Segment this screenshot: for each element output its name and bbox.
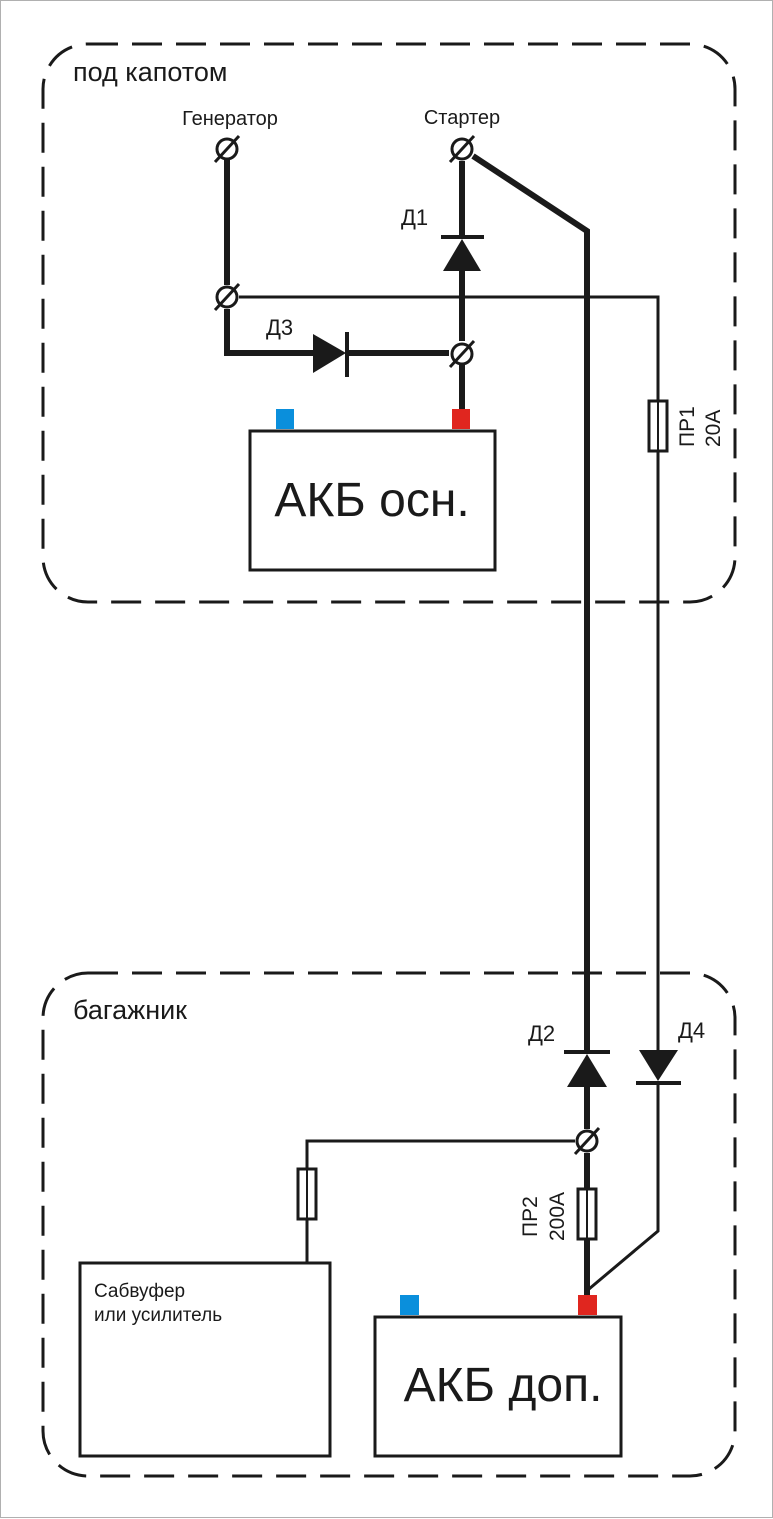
diode-d3-label: Д3 [266,315,293,340]
zone-engine-bay [41,42,737,604]
terminal-main-junction [448,339,476,369]
fuse-pr1-rating: 20А [702,410,725,447]
diode-d4 [636,1050,681,1085]
fuse-pr2-name: ПР2 [519,1196,542,1237]
terminal-starter [448,134,476,164]
starter-label: Стартер [424,107,500,129]
terminal-generator-junction [213,282,241,312]
terminal-trunk-junction [573,1126,601,1156]
fuse-pr1-name: ПР1 [676,406,699,447]
diode-d1 [441,235,484,271]
load-box [78,1261,332,1458]
wire-d4-to-aux-battery [588,1083,660,1291]
wire-generator-to-pr1 [239,295,660,401]
main-battery [248,429,497,572]
fuse-pr1 [647,399,669,453]
wire-junction-to-load-fuse [305,1139,575,1169]
generator-label: Генератор [182,108,278,130]
main-battery-positive-terminal [452,409,470,429]
load-label-line1: Сабвуфер [94,1281,185,1302]
zone-trunk [41,971,737,1478]
main-battery-label: АКБ осн. [274,474,469,527]
diode-d1-label: Д1 [401,205,428,230]
diode-d3 [313,332,349,377]
diode-d2-label: Д2 [528,1021,555,1046]
diode-d2 [564,1050,610,1087]
fuse-load [296,1167,318,1221]
zone-trunk-label: багажник [73,995,187,1025]
fuse-pr2-rating: 200А [546,1192,569,1241]
wire-starter-to-trunk [471,153,590,1053]
aux-battery-positive-terminal [578,1295,597,1315]
fuse-pr2 [576,1187,598,1241]
load-label-line2: или усилитель [94,1305,222,1326]
main-battery-negative-terminal [276,409,294,429]
diode-d4-label: Д4 [678,1018,705,1043]
terminal-generator [213,134,241,164]
zone-engine-label: под капотом [73,57,227,87]
aux-battery-negative-terminal [400,1295,419,1315]
aux-battery-label: АКБ доп. [404,1359,603,1412]
wire-generator-to-d3 [224,309,317,356]
aux-battery [373,1315,623,1458]
